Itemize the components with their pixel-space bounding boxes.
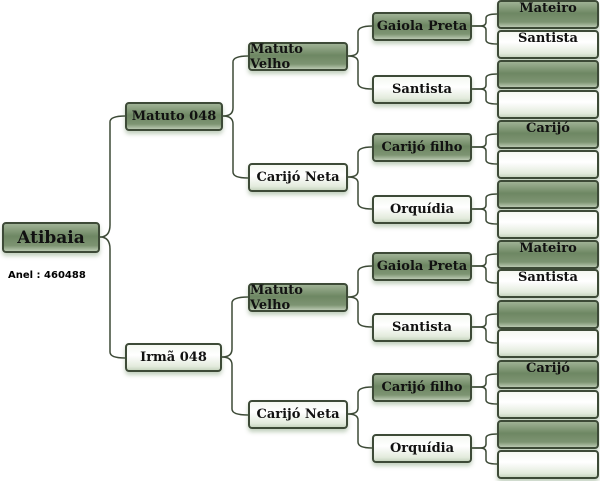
gen4-box[interactable]: Orquídia xyxy=(372,434,472,463)
gen4-box-label: Orquídia xyxy=(389,202,455,217)
gen5-box[interactable]: Santista xyxy=(497,269,599,298)
connector-line xyxy=(472,386,498,405)
gen5-box[interactable] xyxy=(497,90,599,119)
subject-box[interactable]: Atibaia xyxy=(2,222,100,253)
connector-line xyxy=(472,433,498,449)
gen5-box[interactable] xyxy=(497,390,599,419)
sire-box[interactable]: Matuto 048 xyxy=(125,102,223,131)
connector-line xyxy=(472,373,498,388)
gen4-box[interactable]: Orquídia xyxy=(372,195,472,224)
ring-number: Anel : 460488 xyxy=(8,270,86,281)
gen5-box[interactable]: Carijó xyxy=(497,360,599,389)
connector-line xyxy=(347,25,373,57)
gen5-box[interactable]: Mateiro xyxy=(497,240,599,269)
connector-line xyxy=(472,265,498,284)
gen4-box-label: Gaiola Preta xyxy=(376,19,468,34)
connector-line xyxy=(472,208,498,225)
gen5-box[interactable]: Santista xyxy=(497,30,599,59)
connector-line xyxy=(347,296,373,328)
connector-line xyxy=(472,193,498,210)
connector-line xyxy=(347,386,373,415)
gen5-box-label: Mateiro xyxy=(519,241,577,256)
gen3-box-label: Matuto Velho xyxy=(250,282,303,313)
gen3-box[interactable]: Matuto Velho xyxy=(248,41,348,72)
gen4-box[interactable]: Gaiola Preta xyxy=(372,12,472,41)
gen5-box[interactable] xyxy=(497,210,599,239)
connector-line xyxy=(347,176,373,210)
connector-line xyxy=(472,447,498,465)
gen5-box[interactable] xyxy=(497,60,599,89)
connector-line xyxy=(472,133,498,148)
connector-line xyxy=(472,146,498,165)
connector-line xyxy=(472,88,498,105)
gen4-box[interactable]: Gaiola Preta xyxy=(372,252,472,281)
gen3-box[interactable]: Carijó Neta xyxy=(248,163,348,192)
gen4-box-label: Carijó filho xyxy=(381,140,463,155)
sire-name: Matuto 048 xyxy=(131,109,217,124)
gen4-box[interactable]: Carijó filho xyxy=(372,133,472,162)
dam-name: Irmã 048 xyxy=(140,350,207,365)
connector-line xyxy=(347,55,373,90)
gen4-box-label: Gaiola Preta xyxy=(376,259,468,274)
gen3-box[interactable]: Matuto Velho xyxy=(248,282,348,313)
gen5-box-label: Santista xyxy=(518,31,578,46)
gen5-box[interactable] xyxy=(497,300,599,329)
connector-line xyxy=(347,413,373,449)
gen5-box[interactable] xyxy=(497,329,599,358)
gen5-box[interactable]: Mateiro xyxy=(497,0,599,29)
gen5-box-label: Carijó xyxy=(526,121,570,136)
connector-line xyxy=(347,265,373,298)
gen4-box-label: Orquídia xyxy=(389,441,455,456)
gen5-box-label: Mateiro xyxy=(519,1,577,16)
connector-line xyxy=(472,313,498,328)
gen5-box[interactable] xyxy=(497,450,599,479)
subject-name: Atibaia xyxy=(17,227,85,248)
gen5-box[interactable] xyxy=(497,420,599,449)
connector-line xyxy=(472,326,498,344)
gen3-box-label: Matuto Velho xyxy=(250,41,303,72)
connector-line xyxy=(472,13,498,27)
connector-line xyxy=(472,73,498,90)
gen4-box[interactable]: Santista xyxy=(372,75,472,104)
gen3-box-label: Carijó Neta xyxy=(256,170,340,185)
gen5-box-label: Carijó xyxy=(526,361,570,376)
dam-box[interactable]: Irmã 048 xyxy=(125,343,222,372)
gen4-box-label: Carijó filho xyxy=(381,380,463,395)
gen3-box[interactable]: Carijó Neta xyxy=(248,400,348,429)
connector-line xyxy=(347,146,373,178)
gen4-box[interactable]: Santista xyxy=(372,313,472,342)
connector-line xyxy=(472,25,498,45)
connector-line xyxy=(472,253,498,267)
gen4-box-label: Santista xyxy=(392,320,452,335)
gen5-box[interactable] xyxy=(497,180,599,209)
gen5-box-label: Santista xyxy=(518,270,578,285)
gen4-box-label: Santista xyxy=(392,82,452,97)
gen3-box-label: Carijó Neta xyxy=(256,407,340,422)
gen5-box[interactable]: Carijó xyxy=(497,120,599,149)
gen5-box[interactable] xyxy=(497,150,599,179)
gen4-box[interactable]: Carijó filho xyxy=(372,373,472,402)
